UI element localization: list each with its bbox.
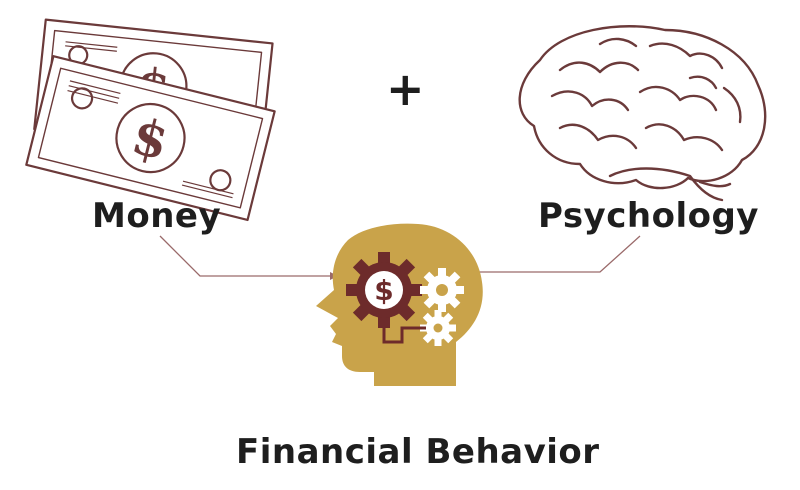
financial-behavior-label: Financial Behavior: [236, 432, 600, 472]
connector-psychology: [474, 235, 641, 273]
connector-money: [159, 235, 330, 277]
brain-icon: [518, 25, 767, 202]
money-label: Money: [92, 196, 222, 236]
psychology-label: Psychology: [538, 196, 759, 236]
banknotes-icon: $ $: [25, 18, 276, 222]
svg-text:$: $: [374, 274, 393, 307]
head-with-gears-icon: $: [316, 223, 483, 386]
plus-sign: +: [386, 62, 426, 116]
